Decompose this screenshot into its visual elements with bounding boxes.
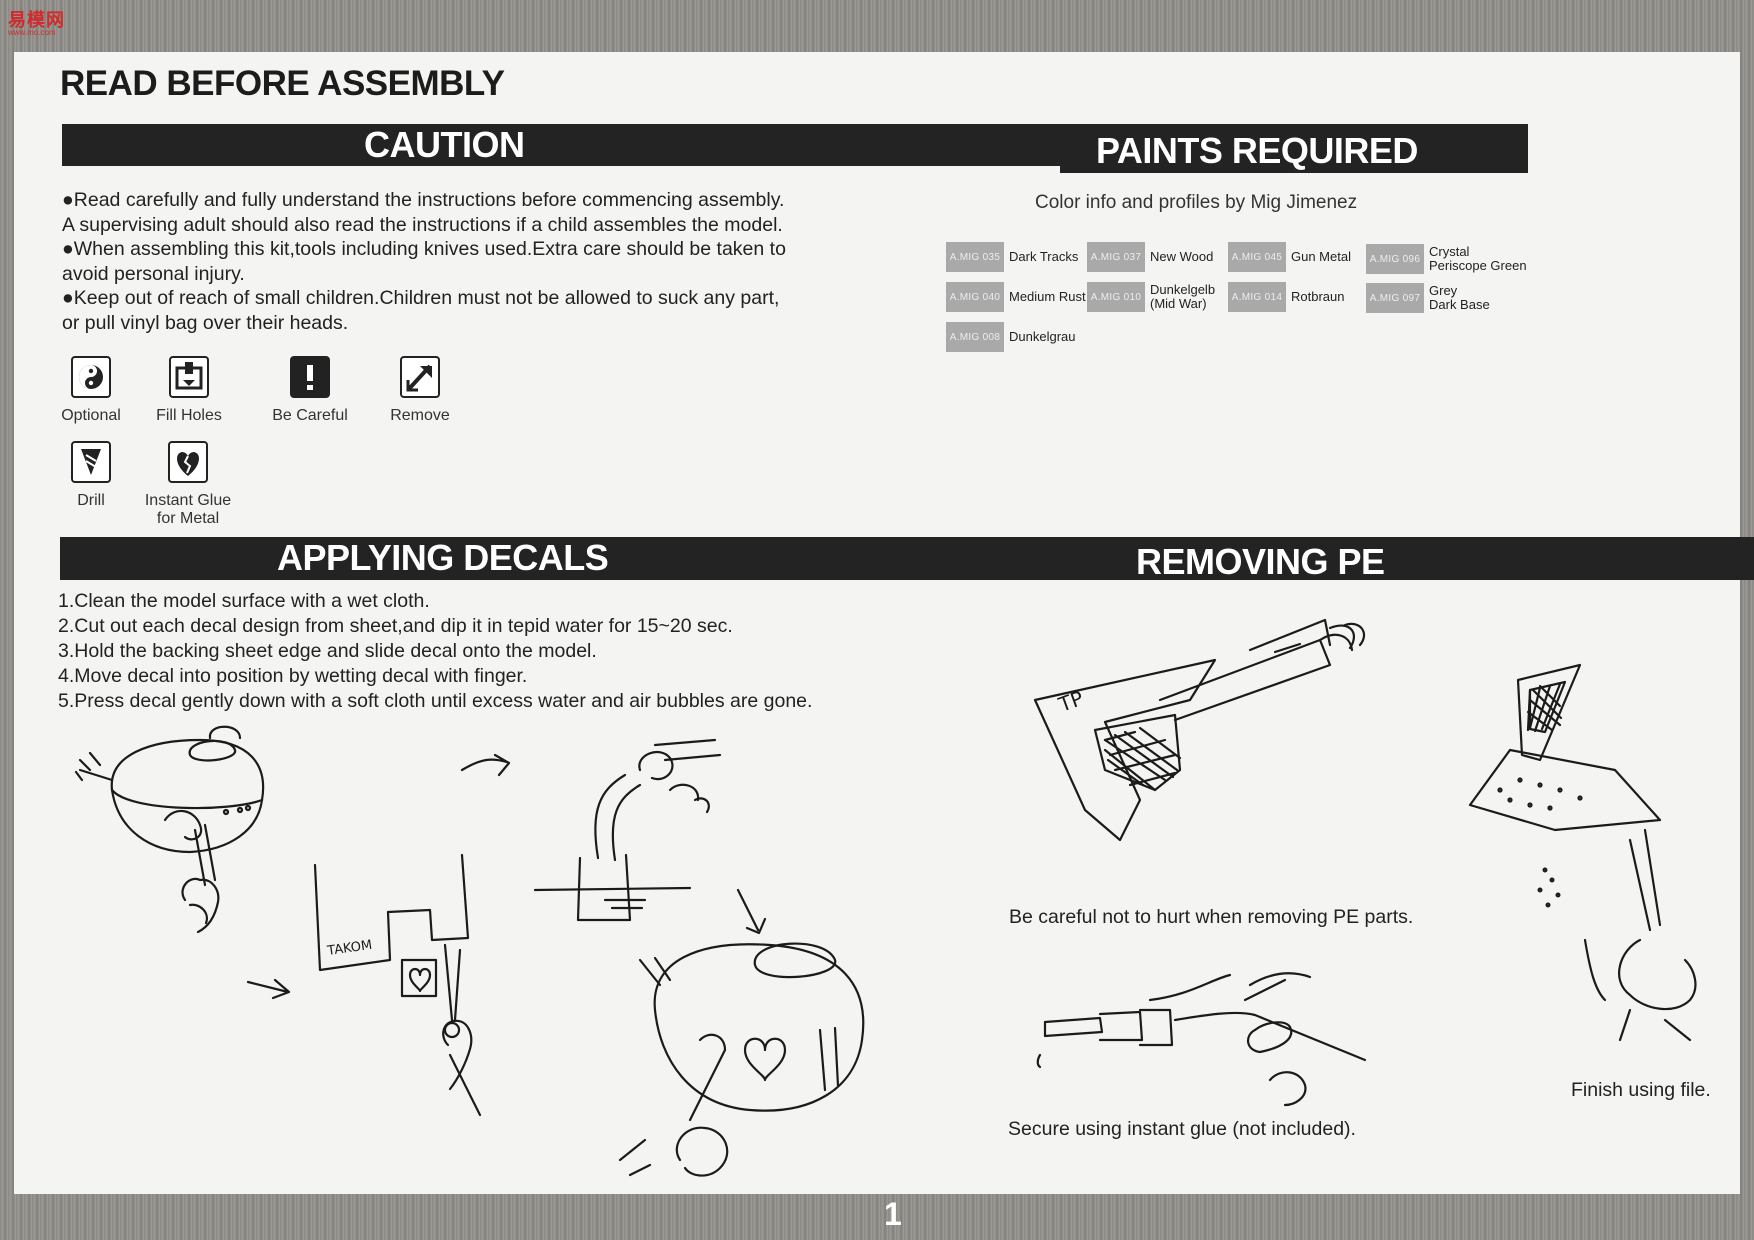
- icon-label: Drill: [77, 492, 105, 509]
- icon-label: Remove: [390, 407, 450, 424]
- decal-cutting-drawing: [313, 853, 482, 1117]
- page-title: READ BEFORE ASSEMBLY: [60, 64, 505, 103]
- caution-line: or pull vinyl bag over their heads.: [62, 311, 349, 334]
- fill-holes-icon: [169, 356, 209, 398]
- turret-cleaning-drawing: [74, 725, 265, 934]
- decal-step: 3.Hold the backing sheet edge and slide …: [58, 640, 597, 662]
- pe-glue-caption: Secure using instant glue (not included)…: [1008, 1118, 1356, 1140]
- icon-label: Optional: [61, 407, 121, 424]
- decal-step: 2.Cut out each decal design from sheet,a…: [58, 615, 733, 637]
- paint-name: Grey Dark Base: [1429, 283, 1490, 312]
- paint-name: Dunkelgelb (Mid War): [1150, 282, 1216, 311]
- paint-item: A.MIG 097 Grey Dark Base: [1366, 283, 1490, 313]
- caution-line: ●Read carefully and fully understand the…: [62, 189, 785, 211]
- arrow-icon: [246, 978, 291, 1000]
- paint-name: Gun Metal: [1291, 249, 1351, 264]
- decals-heading: APPLYING DECALS: [277, 537, 609, 578]
- page-number: 1: [884, 1196, 902, 1232]
- paper-sheet: [14, 52, 1740, 1194]
- decal-steps: 1.Clean the model surface with a wet clo…: [58, 589, 812, 714]
- paint-code: A.MIG 014: [1228, 282, 1286, 312]
- paint-item: A.MIG 096 Crystal Periscope Green: [1366, 244, 1527, 274]
- pe-heading: REMOVING PE: [1136, 541, 1385, 582]
- pe-cutting-drawing: [1033, 618, 1366, 842]
- icon-instant-glue: Instant Glue for Metal: [138, 441, 238, 528]
- pe-glue-drawing: [1036, 972, 1367, 1107]
- be-careful-icon: [290, 356, 330, 398]
- icon-drill: Drill: [41, 441, 141, 510]
- drill-icon: [71, 441, 111, 483]
- remove-icon: [400, 356, 440, 398]
- paint-item: A.MIG 035 Dark Tracks: [946, 242, 1078, 272]
- paint-item: A.MIG 008 Dunkelgrau: [946, 322, 1076, 352]
- paint-code: A.MIG 097: [1366, 283, 1424, 313]
- paint-item: A.MIG 010 Dunkelgelb (Mid War): [1087, 282, 1215, 312]
- decals-bar: [60, 537, 1754, 580]
- paint-item: A.MIG 040 Medium Rust: [946, 282, 1086, 312]
- paint-code: A.MIG 040: [946, 282, 1004, 312]
- icon-be-careful: Be Careful: [260, 356, 360, 425]
- caution-line: avoid personal injury.: [62, 262, 245, 285]
- decal-step: 5.Press decal gently down with a soft cl…: [58, 690, 813, 712]
- paint-code: A.MIG 008: [946, 322, 1004, 352]
- decal-soaking-drawing: [533, 738, 722, 922]
- pe-file-caption: Finish using file.: [1571, 1079, 1711, 1101]
- paint-name: Medium Rust: [1009, 289, 1086, 304]
- icon-remove: Remove: [370, 356, 470, 425]
- caution-line: ●Keep out of reach of small children.Chi…: [62, 287, 780, 309]
- paint-item: A.MIG 037 New Wood: [1087, 242, 1213, 272]
- paints-heading: PAINTS REQUIRED: [1096, 130, 1418, 171]
- pe-file-drawing: [1468, 663, 1697, 1042]
- paint-name: Crystal Periscope Green: [1429, 244, 1527, 273]
- icon-label: Instant Glue for Metal: [144, 492, 232, 527]
- icon-fill-holes: Fill Holes: [139, 356, 239, 425]
- icon-label: Be Careful: [272, 407, 348, 424]
- paint-item: A.MIG 045 Gun Metal: [1228, 242, 1351, 272]
- paint-name: Dark Tracks: [1009, 249, 1079, 264]
- turret-decal-drawing: [618, 942, 865, 1177]
- caution-line: A supervising adult should also read the…: [62, 213, 783, 236]
- arrow-icon: [736, 888, 767, 935]
- paint-code: A.MIG 035: [946, 242, 1004, 272]
- icon-label: Fill Holes: [156, 407, 222, 424]
- icon-optional: Optional: [41, 356, 141, 425]
- paint-item: A.MIG 014 Rotbraun: [1228, 282, 1344, 312]
- caution-text: ●Read carefully and fully understand the…: [62, 188, 862, 335]
- paints-bar: [1060, 128, 1528, 173]
- decal-step: 4.Move decal into position by wetting de…: [58, 665, 528, 687]
- paint-code: A.MIG 037: [1087, 242, 1145, 272]
- caution-heading: CAUTION: [364, 124, 525, 165]
- watermark-url: www.mo.com: [8, 28, 56, 37]
- caution-line: ●When assembling this kit,tools includin…: [62, 238, 786, 260]
- paint-name: Dunkelgrau: [1009, 329, 1076, 344]
- paint-code: A.MIG 045: [1228, 242, 1286, 272]
- decal-sheet-label: TAKOM: [325, 938, 373, 959]
- decal-step: 1.Clean the model surface with a wet clo…: [58, 590, 430, 612]
- paint-name: New Wood: [1150, 249, 1214, 264]
- paint-code: A.MIG 010: [1087, 282, 1145, 312]
- optional-icon: [71, 356, 111, 398]
- arrow-icon: [460, 753, 511, 777]
- watermark-logo: 易模网: [8, 10, 65, 30]
- paints-subtitle: Color info and profiles by Mig Jimenez: [1035, 192, 1358, 213]
- pe-careful-caption: Be careful not to hurt when removing PE …: [1009, 906, 1414, 928]
- paint-name: Rotbraun: [1291, 289, 1345, 304]
- paint-code: A.MIG 096: [1366, 244, 1424, 274]
- instant-glue-icon: [168, 441, 208, 483]
